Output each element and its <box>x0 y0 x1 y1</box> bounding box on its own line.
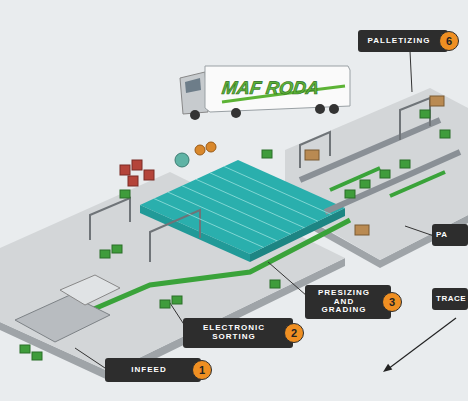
machine-frame <box>90 198 130 240</box>
machine-frame <box>150 210 200 262</box>
pallet <box>355 225 369 235</box>
brand-logo: MAF RODA <box>221 78 321 99</box>
truck-wheel <box>190 110 200 120</box>
infeed-machine <box>15 295 110 342</box>
bin-stack <box>128 176 138 186</box>
conveyor <box>325 152 460 212</box>
grading-lane <box>196 179 304 227</box>
truck-wheel <box>231 108 241 118</box>
grading-lane <box>168 192 277 241</box>
bin-stack <box>144 170 154 180</box>
leader-line <box>75 348 108 370</box>
callout-box: INFEED1 <box>105 358 201 382</box>
step-name: TRACE <box>432 295 466 304</box>
fruit-crate <box>270 280 280 288</box>
leader-line <box>410 51 412 92</box>
barrel <box>206 142 216 152</box>
fruit-crate <box>112 245 122 253</box>
pallet <box>430 96 444 106</box>
conveyor <box>330 168 380 190</box>
fruit-crate <box>262 150 272 158</box>
truck-wheel <box>329 104 339 114</box>
step-name: PALLETIZING <box>362 37 445 46</box>
arrow-head <box>383 364 392 372</box>
truck-window <box>185 78 201 93</box>
callout-box: PALLETIZING6 <box>358 30 448 52</box>
leader-line <box>405 226 434 236</box>
step-name: ELECTRONIC SORTING <box>183 324 293 342</box>
pointer-arrow <box>388 318 456 369</box>
floor-slab <box>285 88 468 260</box>
fruit-crate <box>120 190 130 198</box>
grading-lane <box>154 199 264 248</box>
fruit-crate <box>172 296 182 304</box>
step-name: INFEED <box>125 366 180 375</box>
grading-lane <box>224 166 331 214</box>
infeed-tunnel <box>60 275 120 305</box>
tank <box>175 153 189 167</box>
truck-cab <box>180 72 208 114</box>
fruit-crate <box>420 110 430 118</box>
grading-lane <box>210 173 318 221</box>
fruit-crate <box>160 300 170 308</box>
fruit-crate <box>380 170 390 178</box>
fruit-crate <box>345 190 355 198</box>
step-name: PA <box>432 231 448 240</box>
fruit-crate <box>360 180 370 188</box>
leader-line <box>268 262 307 296</box>
callout-number: 6 <box>439 31 459 51</box>
barrel <box>195 145 205 155</box>
callout-box: PA <box>432 224 468 246</box>
fruit-crate <box>20 345 30 353</box>
machine-frame <box>400 98 430 140</box>
fruit-crate <box>440 130 450 138</box>
step-name: PRESIZING AND GRADING <box>305 289 391 315</box>
bin-stack <box>120 165 130 175</box>
fruit-crate <box>100 250 110 258</box>
fruit-crate <box>400 160 410 168</box>
callout-box: PRESIZING AND GRADING3 <box>305 285 391 319</box>
truck-wheel <box>315 104 325 114</box>
grading-lane <box>182 186 291 235</box>
callout-number: 3 <box>382 292 402 312</box>
callout-number: 2 <box>284 323 304 343</box>
pallet <box>305 150 319 160</box>
conveyor <box>390 172 445 196</box>
callout-box: ELECTRONIC SORTING2 <box>183 318 293 348</box>
bin-stack <box>132 160 142 170</box>
callout-box: TRACE <box>432 288 468 310</box>
fruit-crate <box>32 352 42 360</box>
callout-number: 1 <box>192 360 212 380</box>
truck-trailer <box>205 66 350 112</box>
machine-frame <box>300 132 330 168</box>
